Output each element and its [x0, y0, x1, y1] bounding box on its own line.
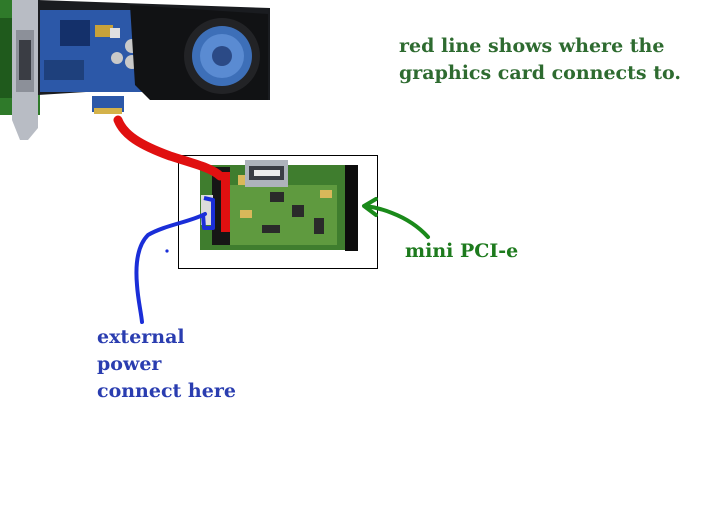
external-power-note-line-1: external [97, 326, 185, 348]
red-line-note-line-1: red line shows where the [399, 35, 665, 57]
green-arrow [362, 197, 430, 239]
external-power-note-line-2: power [97, 353, 162, 375]
mini-pcie-label: mini PCI-e [405, 240, 519, 262]
red-line-note-line-2: graphics card connects to. [399, 62, 681, 84]
external-power-note: external power connect here [97, 324, 236, 405]
red-line-note: red line shows where the graphics card c… [399, 33, 681, 87]
external-power-note-line-3: connect here [97, 380, 236, 402]
graphics-card-image [0, 0, 270, 140]
red-connection-line [113, 115, 230, 232]
blue-power-line [134, 196, 215, 324]
